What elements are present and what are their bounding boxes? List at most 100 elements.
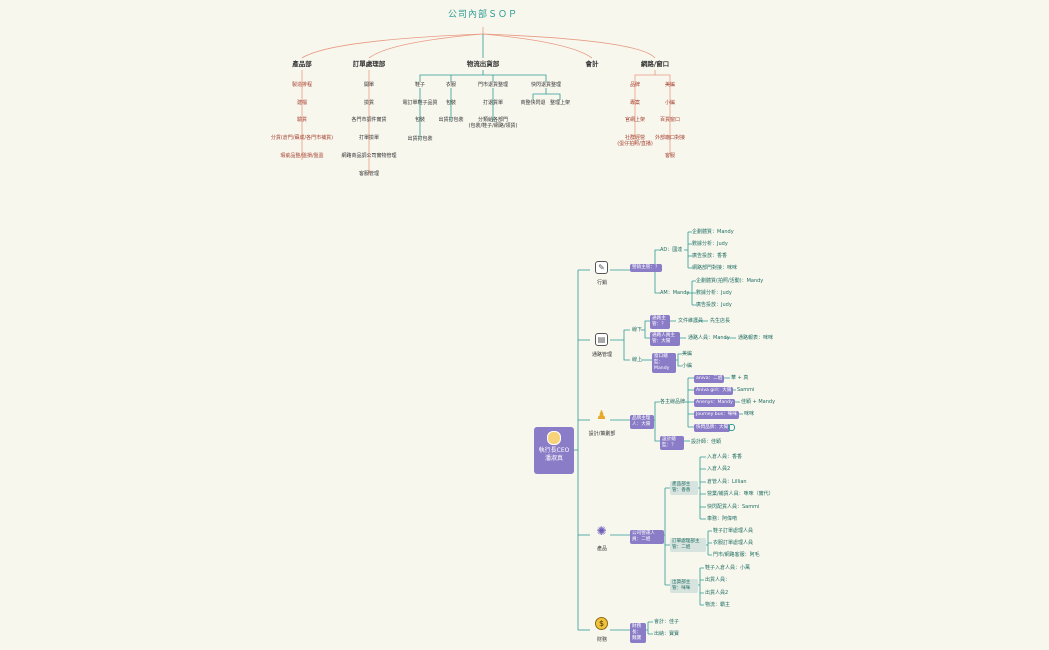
- offline-node[interactable]: 線下: [632, 327, 643, 333]
- list-item: 廣告投放：香香: [692, 253, 728, 259]
- dept-product: 產品部: [292, 60, 312, 68]
- dept-item: 驗貨: [296, 117, 308, 123]
- product-dept-manager-node[interactable]: 產品部主管：香香: [670, 481, 698, 495]
- ceo-title: 執行長CEO: [538, 447, 570, 454]
- ad-node[interactable]: AD：國達: [660, 247, 683, 253]
- branch-label-finance: 財務: [596, 637, 608, 643]
- dept-item: 客服: [664, 153, 676, 159]
- dept-item: 整理上架: [549, 100, 571, 106]
- dept-item: 小編: [664, 100, 676, 106]
- branch-label-marketing: 行銷: [596, 280, 608, 286]
- dept-item: 製造排程: [291, 82, 313, 88]
- branch-label-product: 產品: [596, 546, 608, 552]
- dept-item: 開單: [363, 82, 375, 88]
- online-node[interactable]: 線上: [632, 357, 643, 363]
- list-item: 衣服訂單處理人員: [713, 540, 754, 546]
- list-item: 通路人員：Mandy: [688, 335, 730, 341]
- ops-staff-node[interactable]: 公司營運人員：二姐: [630, 530, 664, 544]
- brand-node[interactable]: 快閃品牌：大陽: [694, 424, 731, 432]
- list-item: 小編: [682, 363, 693, 369]
- order-dept-manager-node[interactable]: 訂單處理部主管：二姐: [670, 538, 706, 552]
- shipping-dept-manager-node[interactable]: 出貨部主管：咪咪: [670, 579, 698, 593]
- list-item: 數據分析：Judy: [692, 241, 728, 247]
- marketing-manager-node[interactable]: 營銷主管：？: [630, 264, 662, 272]
- list-item: 網路部門對接：咪咪: [692, 265, 738, 271]
- brand-manager-node[interactable]: 品牌主理人：大陽: [630, 415, 654, 429]
- money-icon: $: [595, 617, 608, 630]
- cfo-node[interactable]: 財務長：魏寶: [630, 623, 646, 643]
- design-director-node[interactable]: 設計總監：？: [660, 436, 684, 450]
- dept-item: 各門市調件實貨: [351, 117, 387, 123]
- branch-label-design: 設計/策劃部: [588, 431, 616, 437]
- dept-item: 官網上架: [624, 117, 646, 123]
- list-item: 先生店長: [710, 318, 731, 324]
- list-item: 出納：寶寶: [654, 631, 680, 637]
- sub-dept: 鞋子: [414, 82, 426, 88]
- add-node-icon[interactable]: [728, 424, 735, 431]
- dept-item: 出貨打包裝: [407, 136, 433, 142]
- dept-item: 商整快閃退: [520, 100, 546, 106]
- dept-item: 社群經營 (蛋仔拍照/直播): [617, 135, 653, 147]
- list-item: 鞋子訂單處理人員: [713, 528, 754, 534]
- list-item: 通路報表：咪咪: [738, 335, 774, 341]
- list-item: 企劃體質(拍照/活動)：Mandy: [696, 278, 764, 284]
- brand-node[interactable]: Anenys：Mandy: [694, 399, 735, 407]
- sub-dept: 快閃退貨整理: [530, 82, 562, 88]
- list-item: 快閃配貨人員：Sammi: [707, 504, 760, 510]
- channel-staff-manager-node[interactable]: 通路人員主管：大陽: [650, 332, 680, 346]
- page-title: 公司內部ＳＯＰ: [447, 10, 519, 20]
- dept-item: 網路商品調公司實物管理: [341, 153, 397, 159]
- sub-dept: 門市退貨整理: [477, 82, 509, 88]
- dept-item: 打單撿單: [358, 135, 380, 141]
- list-item: 鞋子入倉人員：小萬: [705, 565, 751, 571]
- list-item: 企劃體質：Mandy: [692, 229, 734, 235]
- dept-item: 客服管理: [358, 171, 380, 177]
- list-item: 廣告投放：Judy: [696, 302, 732, 308]
- dept-item: 建檔: [296, 100, 308, 106]
- list-item: 入倉人員：香香: [707, 454, 743, 460]
- dept-online: 網路/窗口: [640, 60, 670, 68]
- ceo-node[interactable]: 執行長CEO 潘淑真: [534, 427, 574, 474]
- dept-item: 包裝: [414, 117, 426, 123]
- list-item: 營業/補貨人員：咪咪（實代）: [707, 491, 774, 497]
- brand-node[interactable]: Journey bus：咪咪: [694, 411, 739, 419]
- window-director-node[interactable]: 窗口總監：Mandy: [652, 353, 676, 373]
- brand-owner: 華 + 真: [731, 375, 749, 381]
- list-item: 車務：阿偉唷: [707, 516, 738, 522]
- list-item: 設計師：佳穎: [691, 439, 722, 445]
- dept-item: 專案: [629, 100, 641, 106]
- dept-item: 百貨窗口: [659, 117, 681, 123]
- network-icon: ✺: [596, 524, 607, 538]
- list-item: 物流：霸主: [705, 602, 731, 608]
- list-item: 入倉人員2: [707, 466, 731, 472]
- dept-item: 撿貨: [363, 100, 375, 106]
- branch-label-channels: 通路管理: [591, 352, 613, 358]
- store-icon: ▤: [595, 333, 608, 346]
- dept-item: 外部廠口對接: [654, 135, 686, 141]
- list-item: 會計：佳子: [654, 619, 680, 625]
- dept-item: 出貨打包裝: [438, 117, 464, 123]
- brand-owner: 佳穎 + Mandy: [741, 399, 776, 405]
- dept-logistics: 物流出貨部: [466, 60, 500, 68]
- dept-orders: 訂單處理部: [352, 60, 386, 68]
- channel-manager-node[interactable]: 通路主管：？: [650, 315, 670, 329]
- list-item: 美編: [682, 351, 693, 357]
- list-item: 文件維護員: [678, 318, 704, 324]
- ceo-name: 潘淑真: [544, 455, 563, 462]
- dept-item: 打退貨單: [482, 100, 504, 106]
- dept-accounting: 會計: [585, 60, 599, 68]
- dept-item: 瑕疵品整/盤損/盤盈: [280, 153, 324, 159]
- list-item: 門市/網路客服：阿毛: [713, 552, 760, 558]
- dept-item: 分貨(倉門/蘇成/各門市補貨): [270, 135, 334, 141]
- brand-node[interactable]: Aniva girl：大陽: [694, 387, 734, 395]
- brand-node[interactable]: aniva：二姐: [694, 375, 725, 383]
- brand-owner: Sammi: [737, 387, 755, 393]
- list-item: 出貨人員2: [705, 590, 729, 596]
- brands-node[interactable]: 各主線品牌: [660, 399, 686, 405]
- sub-dept: 品牌: [629, 82, 641, 88]
- marketing-icon: ✎: [595, 261, 608, 274]
- am-node[interactable]: AM：Mandy: [660, 290, 690, 296]
- list-item: 倉管人員：Lillian: [707, 479, 747, 485]
- dept-item: 電訂單鞋子品質: [402, 100, 438, 106]
